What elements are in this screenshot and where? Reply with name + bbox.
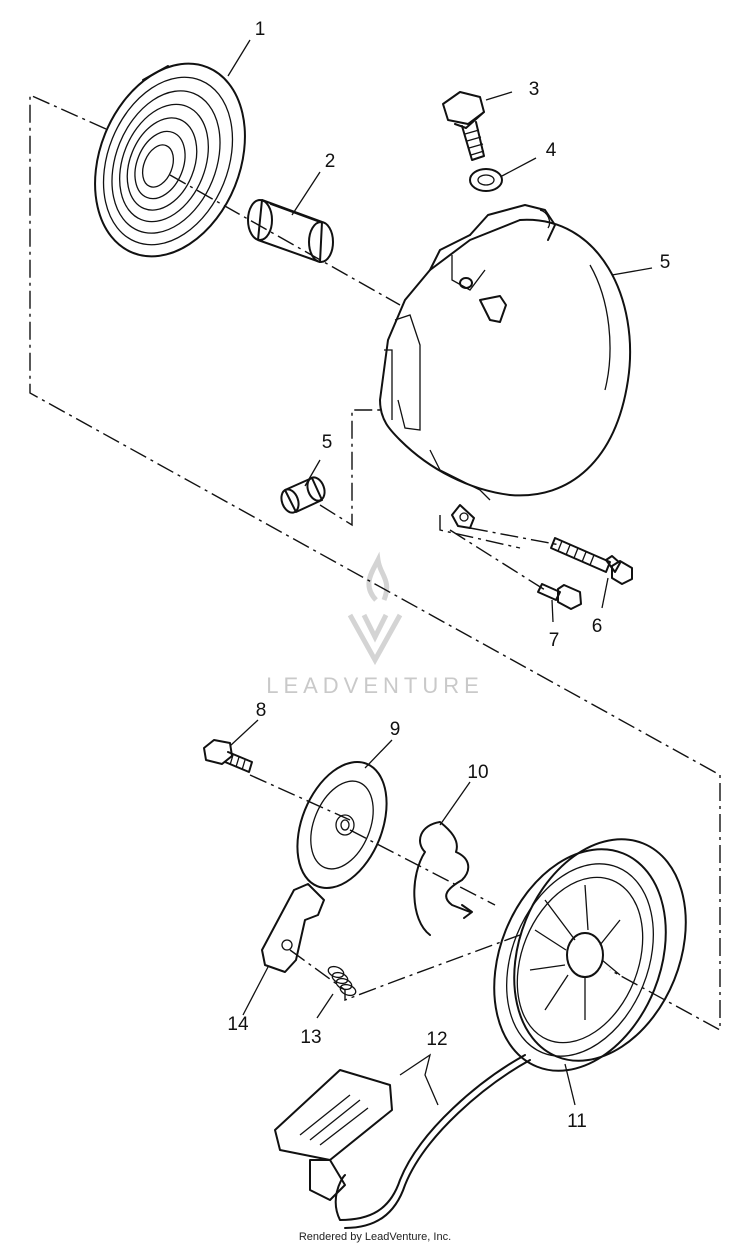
pawl-spring bbox=[327, 965, 357, 997]
bolt-3 bbox=[442, 91, 485, 161]
bushing bbox=[247, 199, 334, 263]
callout-8: 8 bbox=[256, 700, 267, 721]
callout-12: 12 bbox=[426, 1029, 447, 1050]
render-credit: Rendered by LeadVenture, Inc. bbox=[299, 1231, 451, 1243]
wire-clip bbox=[413, 821, 473, 936]
callout-6: 6 bbox=[592, 616, 603, 637]
rope-pulley bbox=[493, 838, 687, 1072]
callout-13: 13 bbox=[300, 1027, 321, 1048]
starter-housing bbox=[379, 204, 632, 529]
ratchet-pawl bbox=[261, 883, 325, 973]
callout-5-bushing: 5 bbox=[322, 432, 333, 453]
bolt-7 bbox=[537, 583, 582, 610]
callout-2: 2 bbox=[325, 151, 336, 172]
small-bushing bbox=[280, 476, 326, 514]
watermark-text: LEADVENTURE bbox=[266, 673, 484, 698]
callout-14: 14 bbox=[227, 1014, 249, 1035]
callout-5-housing: 5 bbox=[660, 252, 671, 273]
callout-1: 1 bbox=[255, 19, 266, 40]
bolt-8 bbox=[203, 739, 253, 773]
callout-9: 9 bbox=[390, 719, 401, 740]
washer-4 bbox=[469, 168, 503, 192]
callout-11: 11 bbox=[567, 1111, 587, 1132]
leader-lines bbox=[227, 39, 653, 1106]
callout-3: 3 bbox=[529, 79, 540, 100]
watermark: LEADVENTURE bbox=[266, 551, 484, 698]
flame-v-logo-icon bbox=[347, 551, 403, 666]
assembly-lines bbox=[29, 93, 721, 1032]
friction-plate bbox=[296, 760, 388, 890]
bolt-6 bbox=[550, 537, 633, 585]
callout-4: 4 bbox=[546, 140, 557, 161]
recoil-spring bbox=[94, 62, 246, 258]
callout-10: 10 bbox=[467, 762, 488, 783]
callout-7: 7 bbox=[549, 630, 560, 651]
starter-rope-handle bbox=[274, 1054, 531, 1229]
callout-labels: 1 2 3 4 5 5 6 7 8 9 10 11 12 13 14 bbox=[227, 19, 670, 1132]
